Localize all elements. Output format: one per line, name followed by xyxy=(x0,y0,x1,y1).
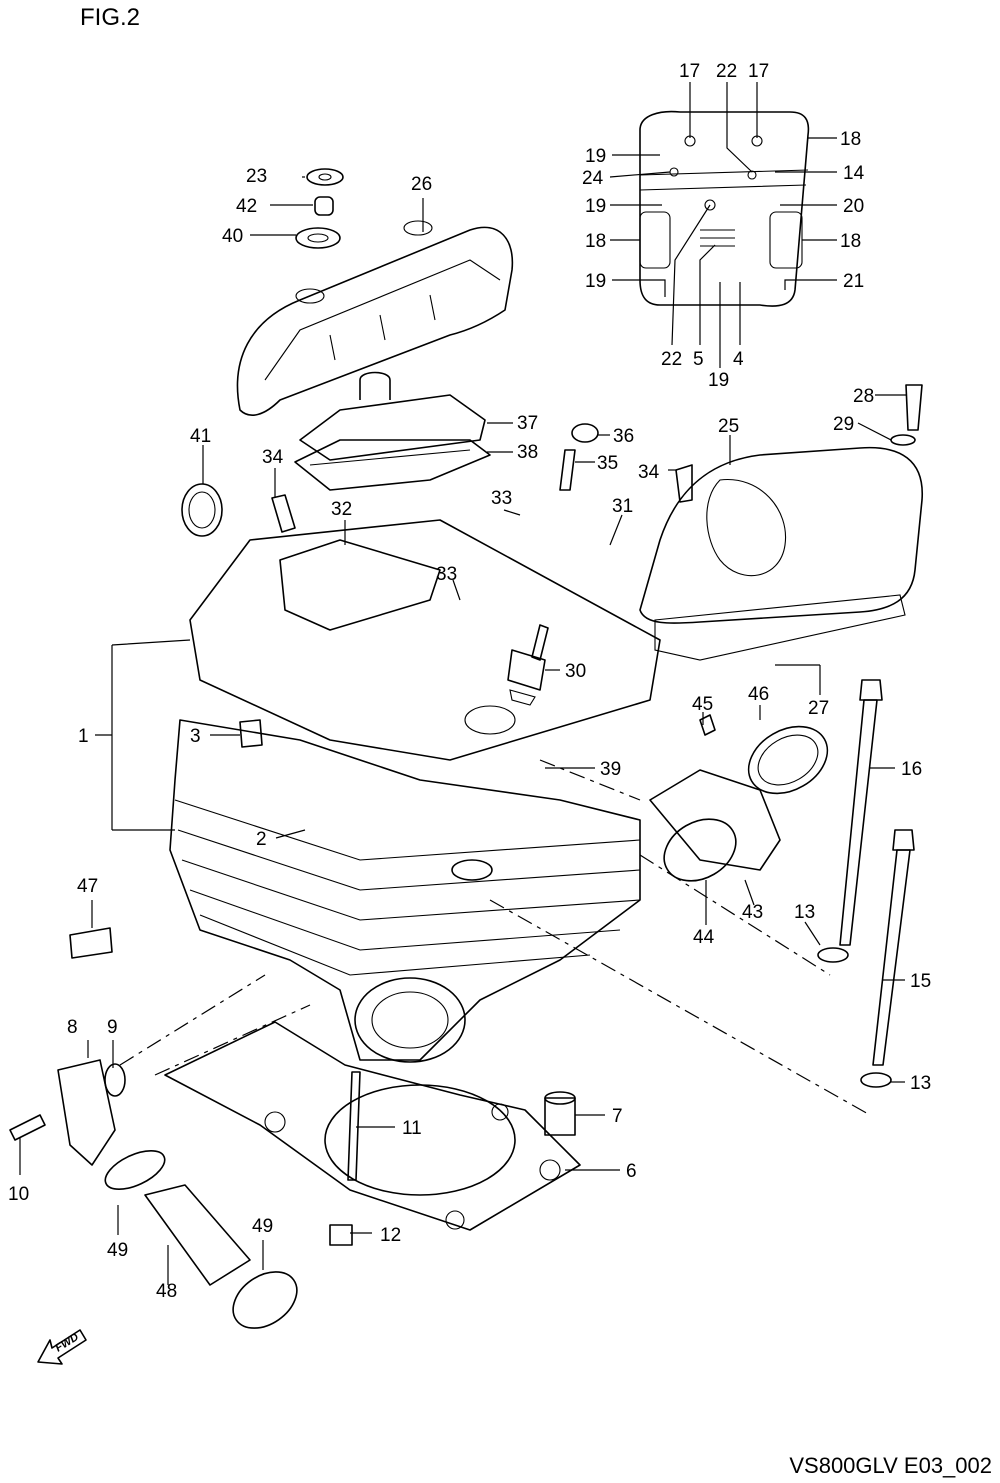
cylinder-head-part xyxy=(169,519,661,1063)
callout: 22 xyxy=(661,349,682,370)
callout: 19 xyxy=(708,370,729,391)
callout: 4 xyxy=(733,349,744,370)
svg-text:FWD: FWD xyxy=(53,1331,81,1354)
callout: 29 xyxy=(833,414,854,435)
callout: 22 xyxy=(716,61,737,82)
callout: 13 xyxy=(794,902,815,923)
callout-labels: 1 2 3 4 5 6 7 8 9 10 11 12 13 13 14 15 1… xyxy=(8,61,931,1302)
callout: 13 xyxy=(910,1073,931,1094)
leader-lines xyxy=(19,82,906,1285)
callout: 17 xyxy=(748,61,769,82)
callout: 32 xyxy=(331,499,352,520)
callout: 42 xyxy=(236,196,257,217)
callout: 12 xyxy=(380,1225,401,1246)
breather-cover-part xyxy=(294,371,491,491)
callout: 14 xyxy=(843,163,865,184)
stud-bolt-parts xyxy=(817,679,915,1088)
water-union-parts xyxy=(9,1059,126,1166)
callout: 3 xyxy=(190,726,201,747)
callout: 49 xyxy=(107,1240,128,1261)
callout: 30 xyxy=(565,661,586,682)
callout: 6 xyxy=(626,1161,637,1182)
callout: 19 xyxy=(585,146,606,167)
callout: 24 xyxy=(582,168,604,189)
small-parts xyxy=(69,384,923,959)
callout: 49 xyxy=(252,1216,273,1237)
side-cover-part xyxy=(639,446,923,661)
callout: 44 xyxy=(693,927,715,948)
callout: 7 xyxy=(612,1106,623,1127)
callout: 43 xyxy=(742,902,763,923)
callout: 21 xyxy=(843,271,864,292)
callout: 9 xyxy=(107,1017,118,1038)
callout: 34 xyxy=(262,447,284,468)
callout: 23 xyxy=(246,166,267,187)
head-cover-part xyxy=(236,220,514,416)
callout: 33 xyxy=(491,488,512,509)
callout: 48 xyxy=(156,1281,177,1302)
diagram-reference-code: VS800GLV E03_002 xyxy=(789,1453,992,1478)
callout: 8 xyxy=(67,1017,78,1038)
callout: 27 xyxy=(808,698,829,719)
forward-direction-arrow: FWD xyxy=(37,1329,87,1365)
callout: 20 xyxy=(843,196,864,217)
callout: 18 xyxy=(585,231,606,252)
callout: 10 xyxy=(8,1184,29,1205)
spark-plug-part xyxy=(507,624,549,706)
callout: 17 xyxy=(679,61,700,82)
callout: 45 xyxy=(692,694,713,715)
figure-title: FIG.2 xyxy=(80,4,141,31)
callout: 15 xyxy=(910,971,931,992)
dowel-stud-parts xyxy=(329,1071,576,1246)
head-gasket-part xyxy=(164,1021,581,1231)
callout: 41 xyxy=(190,426,211,447)
callout: 36 xyxy=(613,426,634,447)
callout: 28 xyxy=(853,386,874,407)
callout: 25 xyxy=(718,416,739,437)
callout: 11 xyxy=(402,1118,422,1139)
callout: 35 xyxy=(597,453,618,474)
callout: 5 xyxy=(693,349,704,370)
callout: 26 xyxy=(411,174,432,195)
locator-lines xyxy=(119,759,871,1116)
head-cover-gasket-inset xyxy=(639,110,810,307)
callout: 38 xyxy=(517,442,538,463)
callout: 37 xyxy=(517,413,538,434)
callout: 39 xyxy=(600,759,621,780)
callout: 18 xyxy=(840,231,861,252)
callout: 31 xyxy=(612,496,633,517)
callout: 33 xyxy=(436,564,457,585)
callout: 19 xyxy=(585,196,606,217)
callout: 2 xyxy=(256,829,267,850)
callout: 40 xyxy=(222,226,243,247)
grommet-parts xyxy=(295,168,344,249)
callout: 1 xyxy=(78,726,89,747)
callout: 46 xyxy=(748,684,769,705)
callout: 16 xyxy=(901,759,922,780)
callout: 34 xyxy=(638,462,660,483)
callout: 18 xyxy=(840,129,861,150)
intake-pipe-parts xyxy=(649,714,829,882)
callout: 19 xyxy=(585,271,606,292)
hose-clamp-parts xyxy=(104,1150,298,1329)
callout: 47 xyxy=(77,876,98,897)
